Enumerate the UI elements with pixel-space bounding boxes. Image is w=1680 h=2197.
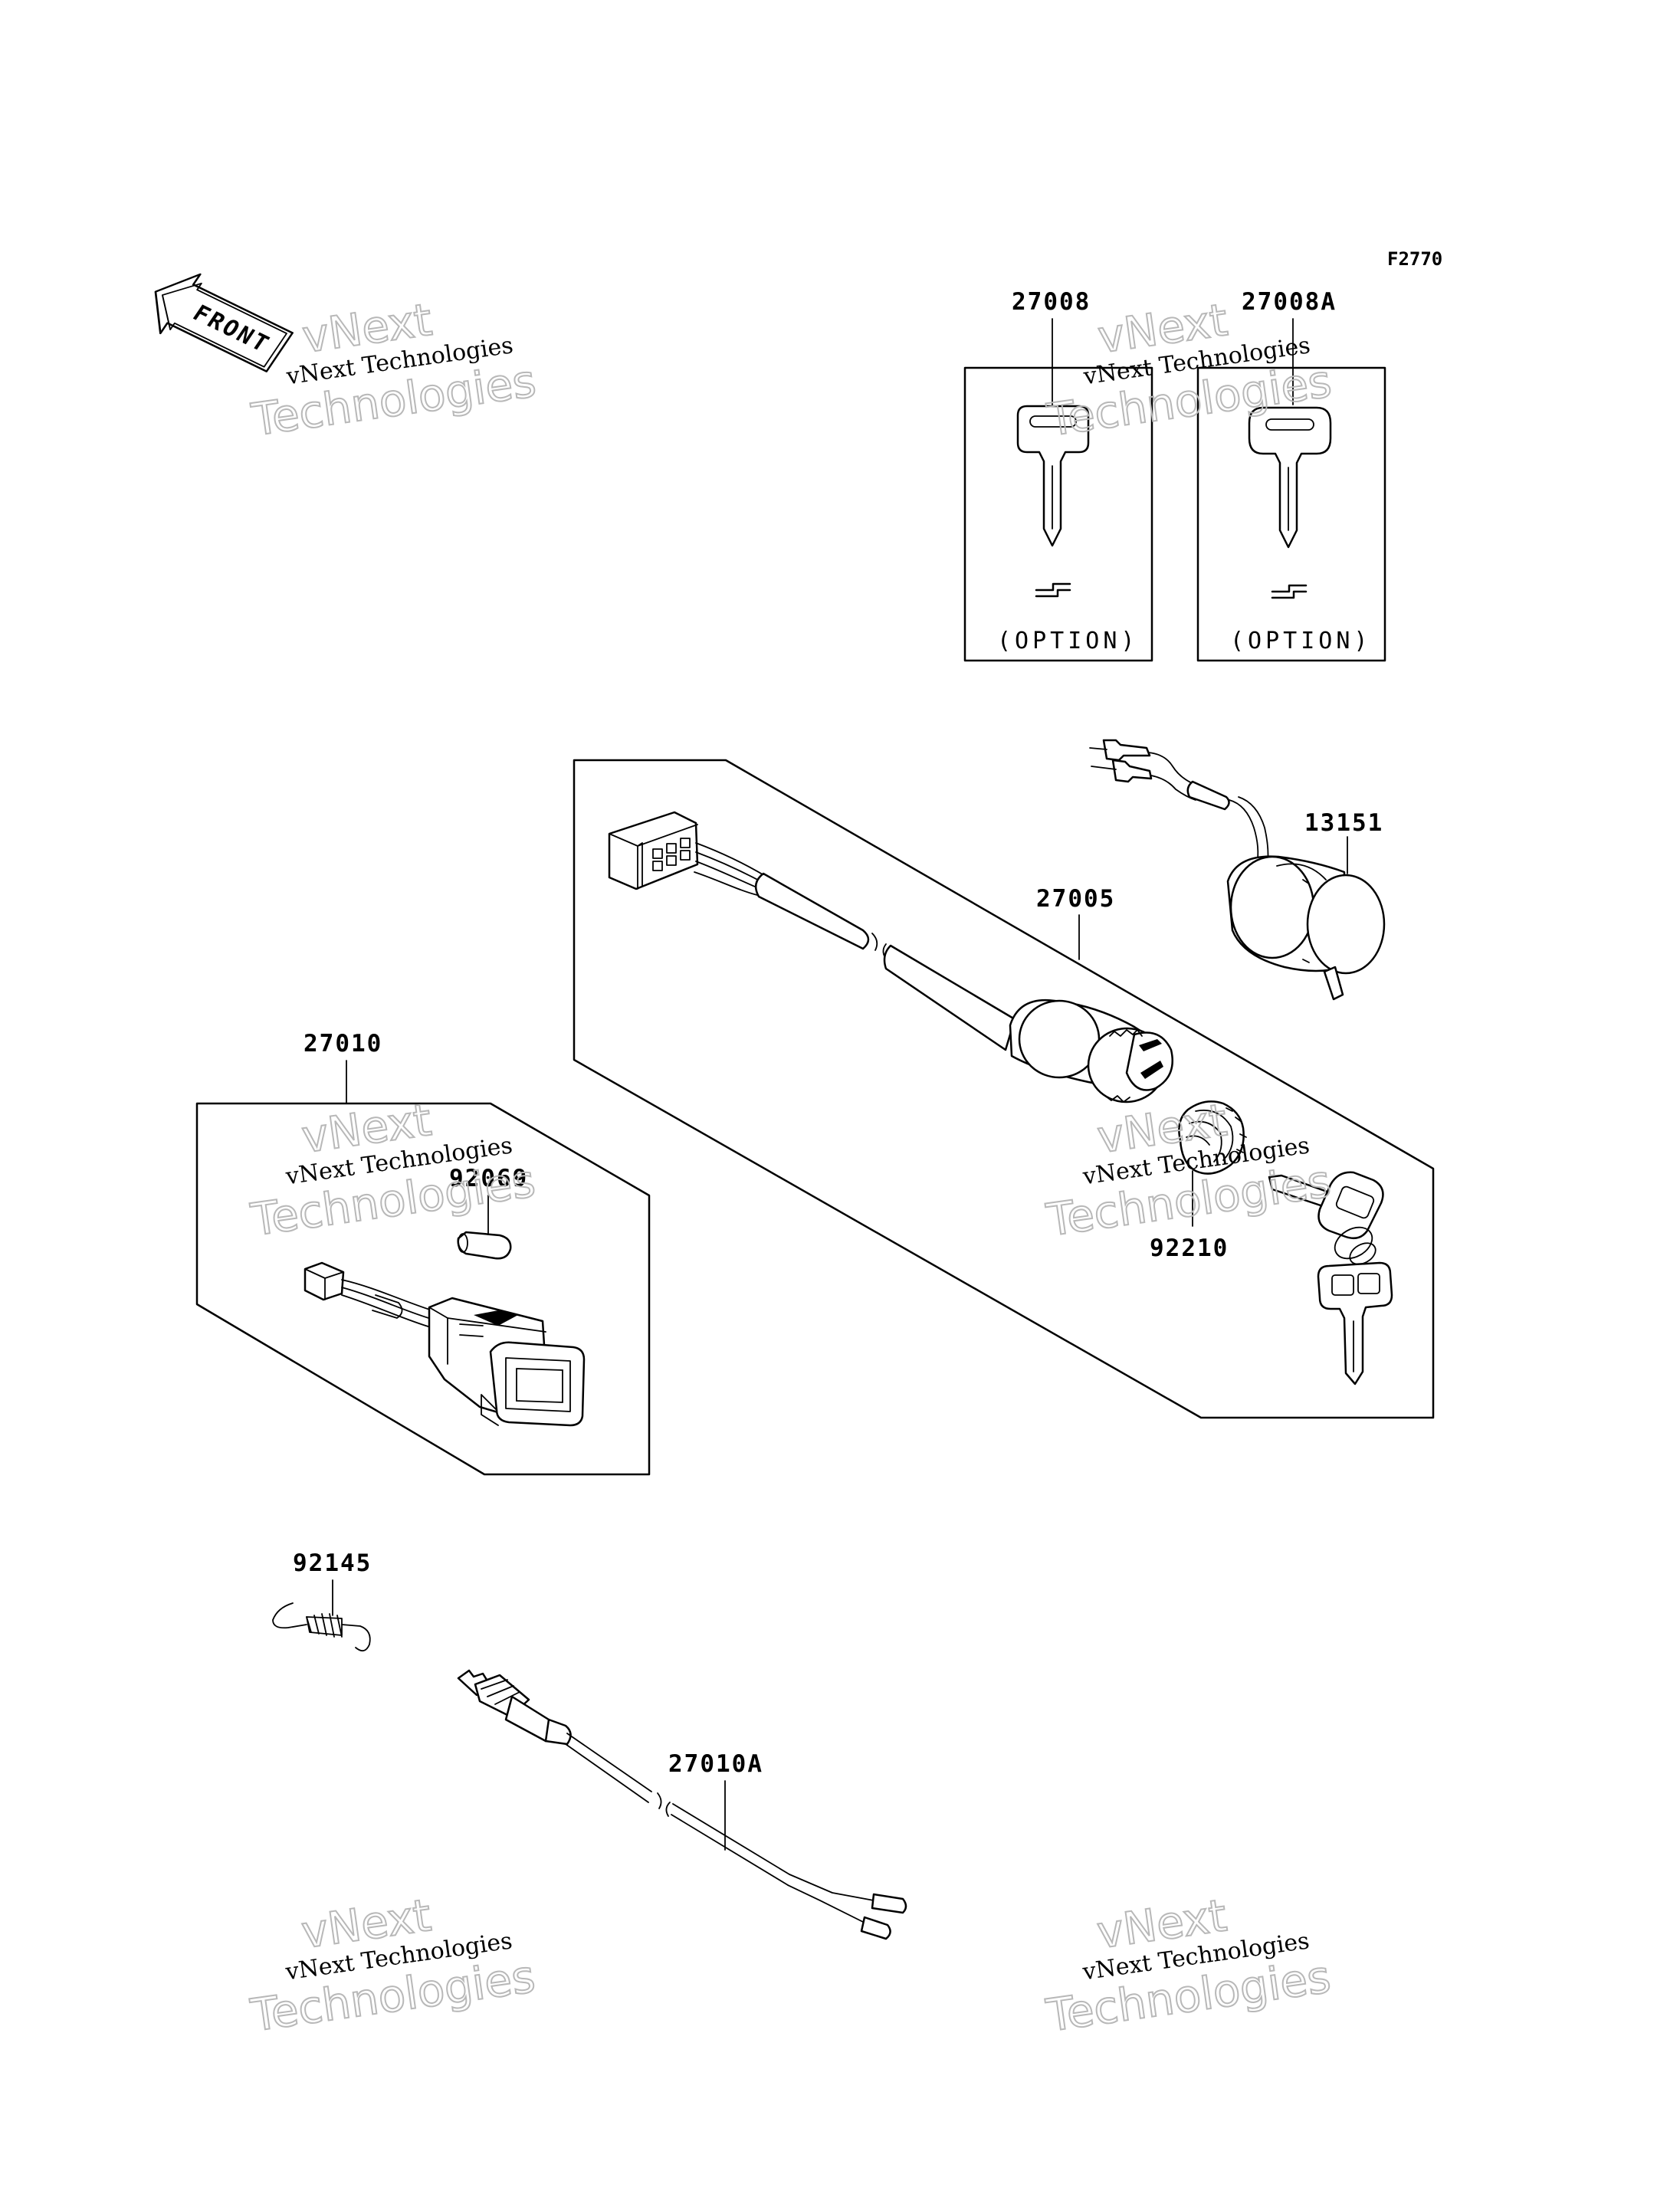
part-label-92145: 92145 — [293, 1549, 372, 1577]
part-label-92069: 92069 — [449, 1165, 528, 1192]
key-icon — [1016, 405, 1090, 598]
part-label-27008: 27008 — [1012, 288, 1091, 316]
watermark-bottom-left: vNext vNext Technologies Technologies — [247, 1888, 539, 2042]
watermark-middle-right: vNext vNext Technologies Technologies — [1042, 1093, 1334, 1247]
ignition-assembly-box — [573, 759, 1435, 1419]
pilot-switch-box — [195, 1102, 651, 1476]
key-27008-group: 27008 (OPTION) — [963, 288, 1153, 662]
option-note-27008a: (OPTION) — [1230, 628, 1372, 654]
front-label: FRONT — [188, 300, 275, 358]
part-label-27010: 27010 — [304, 1030, 382, 1058]
watermark-top-left: vNext vNext Technologies Technologies — [248, 293, 540, 447]
pilot-switch-icon — [304, 1261, 586, 1427]
part-label-27008a: 27008A — [1242, 288, 1337, 316]
part-label-92210: 92210 — [1150, 1235, 1229, 1262]
ignition-switch-body-icon — [1009, 998, 1173, 1103]
option-box-27008a — [1196, 366, 1386, 662]
spring-92145-icon — [272, 1602, 371, 1652]
key-27008a-group: 27008A (OPTION) — [1196, 288, 1386, 662]
bulb-92069-icon — [457, 1231, 512, 1260]
watermark-bottom-right: vNext vNext Technologies Technologies — [1042, 1888, 1334, 2042]
nut-92210-icon — [1178, 1100, 1247, 1175]
part-label-27005: 27005 — [1036, 885, 1115, 913]
part-label-27010a: 27010A — [668, 1750, 763, 1778]
switch-harness-13151-icon — [1089, 739, 1386, 1001]
figure-code: F2770 — [1387, 248, 1442, 270]
front-arrow-icon: FRONT — [154, 273, 294, 372]
option-note-27008: (OPTION) — [997, 628, 1139, 654]
key-icon — [1248, 406, 1332, 599]
multi-pin-connector-icon — [608, 811, 699, 890]
stop-switch-27010a-icon — [457, 1669, 907, 1940]
option-box-27008 — [963, 366, 1153, 662]
part-label-13151: 13151 — [1304, 809, 1383, 837]
key-set-icon — [1268, 1171, 1393, 1385]
